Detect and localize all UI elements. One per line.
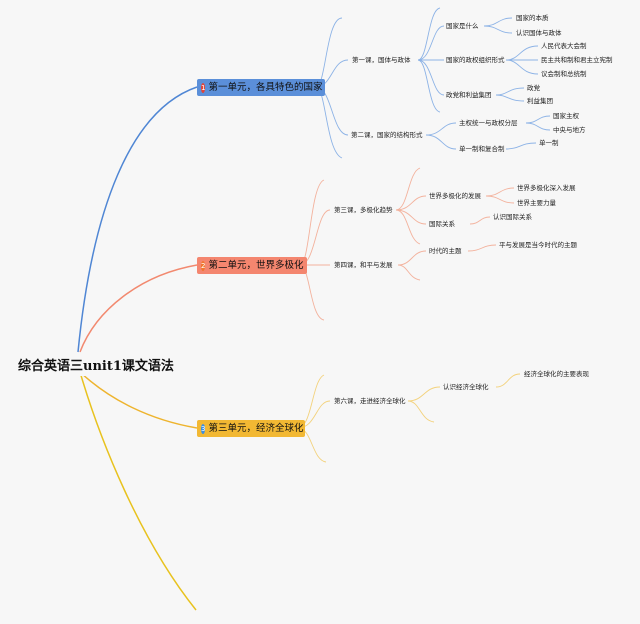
- lesson3-node[interactable]: 第三课，多极化趋势: [334, 206, 393, 214]
- unit2-number-badge: 2: [201, 260, 206, 271]
- leaf-node[interactable]: 利益集团: [527, 97, 553, 105]
- leaf-node[interactable]: 民主共和制和君主立宪制: [541, 56, 613, 64]
- leaf-node[interactable]: 世界多极化深入发展: [517, 184, 576, 192]
- unit1-number-badge: 1: [201, 82, 206, 93]
- leaf-node[interactable]: 平与发展是当今时代的主题: [499, 241, 577, 249]
- topic-node[interactable]: 世界多极化的发展: [429, 192, 481, 200]
- topic-node[interactable]: 国际关系: [429, 220, 455, 228]
- leaf-node[interactable]: 认识国际关系: [493, 213, 532, 221]
- unit3-number-badge: 3: [201, 423, 206, 434]
- leaf-node[interactable]: 国家的本质: [516, 14, 549, 22]
- root-topic[interactable]: 综合英语三unit1课文语法: [16, 353, 176, 376]
- branch-unit1: [77, 86, 198, 353]
- unit3-node[interactable]: 3 第三单元，经济全球化: [197, 420, 305, 437]
- leaf-node[interactable]: 人民代表大会制: [541, 42, 587, 50]
- topic-node[interactable]: 国家是什么: [446, 22, 479, 30]
- branch-unit2: [79, 264, 198, 353]
- leaf-node[interactable]: 中央与地方: [553, 126, 586, 134]
- leaf-node[interactable]: 议会制和总统制: [541, 70, 587, 78]
- leaf-node[interactable]: 国家主权: [553, 112, 579, 120]
- unit1-node[interactable]: 1 第一单元，各具特色的国家: [197, 79, 325, 96]
- unit2-label: 第二单元，世界多极化: [208, 260, 304, 271]
- lesson2-node[interactable]: 第二课，国家的结构形式: [351, 131, 423, 139]
- leaf-node[interactable]: 世界主要力量: [517, 199, 556, 207]
- topic-node[interactable]: 国家的政权组织形式: [446, 56, 505, 64]
- branch-tail: [79, 371, 197, 611]
- leaf-node[interactable]: 单一制: [539, 139, 559, 147]
- unit2-node[interactable]: 2 第二单元，世界多极化: [197, 257, 307, 274]
- lesson1-node[interactable]: 第一课，国体与政体: [352, 56, 411, 64]
- leaf-node[interactable]: 政党: [527, 84, 540, 92]
- unit3-label: 第三单元，经济全球化: [208, 423, 304, 434]
- topic-node[interactable]: 主权统一与政权分层: [459, 119, 518, 127]
- lesson4-node[interactable]: 第四课，和平与发展: [334, 261, 393, 269]
- topic-node[interactable]: 单一制和复合制: [459, 145, 505, 153]
- unit1-label: 第一单元，各具特色的国家: [208, 82, 323, 93]
- lesson6-node[interactable]: 第六课，走进经济全球化: [334, 397, 406, 405]
- branch-unit3: [79, 371, 198, 429]
- topic-node[interactable]: 政党和利益集团: [446, 91, 492, 99]
- topic-node[interactable]: 认识经济全球化: [443, 383, 489, 391]
- leaf-node[interactable]: 认识国体与政体: [516, 29, 562, 37]
- leaf-node[interactable]: 经济全球化的主要表现: [524, 370, 589, 378]
- topic-node[interactable]: 时代的主题: [429, 247, 462, 255]
